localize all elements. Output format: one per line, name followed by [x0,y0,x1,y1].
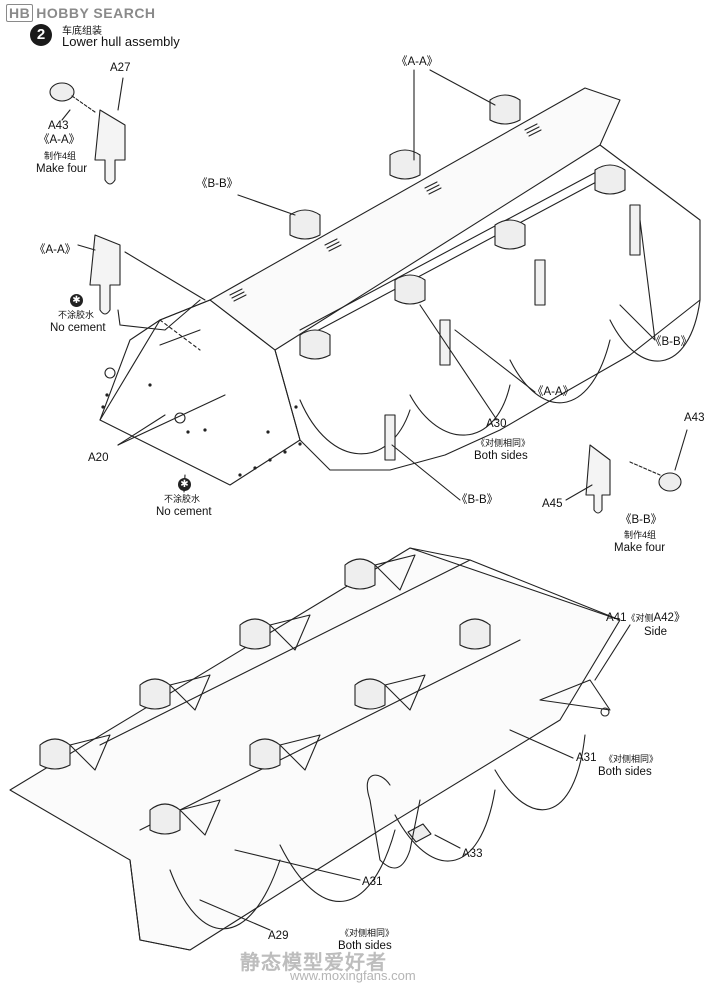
no-cement-icon: ✱ [70,294,83,307]
part-label-a30: A30 [486,418,507,430]
step-title: Lower hull assembly [62,34,180,49]
part-label-a41-text: A41 [606,612,627,624]
part-label-a31: A31 [362,876,383,888]
part-label-a33: A33 [462,848,483,860]
part-label-a42: A42》 [653,612,686,624]
spring-coils-upper [229,123,542,302]
make-four-cn: 制作4组 [624,530,657,540]
section-label-bb: 《B-B》 [620,514,663,526]
lower-hull-drawing [9,547,631,951]
logo-text: HOBBY SEARCH [36,5,156,21]
opposite-side-cn: 《对侧 [626,613,654,623]
part-label-a43: A43 [684,412,705,424]
section-label-bb: 《B-B》 [196,178,239,190]
both-sides-cn: 《对侧相同》 [340,928,395,938]
logo-mark: HB [6,4,34,22]
both-sides-label: Both sides [338,940,392,952]
watermark-url: www.moxingfans.com [290,968,416,983]
part-label-a43: A43 [48,120,69,132]
both-sides-cn: 《对侧相同》 [476,438,531,448]
make-four-label: Make four [614,542,666,554]
part-label-a41: A41《对侧A42》 [606,612,685,625]
section-label-bb: 《B-B》 [650,336,693,348]
section-label-aa: 《A-A》 [38,134,81,146]
part-label-a45: A45 [542,498,563,510]
both-sides-label: Both sides [474,450,528,462]
no-cement-cn: 不涂胶水 [58,310,95,320]
no-cement-label: No cement [50,322,106,334]
section-label-aa: 《A-A》 [532,386,575,398]
suspension-arms-lower [69,554,426,836]
no-cement-label: No cement [156,506,212,518]
no-cement-cn: 不涂胶水 [164,494,201,504]
part-label-a27: A27 [110,62,131,74]
step-number-badge: 2 [30,24,52,46]
step-title-chinese: 车底组装 [62,26,102,37]
section-label-aa: 《A-A》 [396,56,439,68]
part-label-a29: A29 [268,930,289,942]
section-label-aa: 《A-A》 [34,244,77,256]
part-label-a31: A31 [576,752,597,764]
suspension-mount-group-upper [289,94,626,360]
watermark-text: 静态模型爱好者 [240,952,387,974]
part-label-a20: A20 [88,452,109,464]
no-cement-icon: ✱ [178,478,191,491]
section-label-bb: 《B-B》 [456,494,499,506]
make-four-cn: 制作4组 [44,151,77,161]
both-sides-cn: 《对侧相同》 [604,754,659,764]
both-sides-label: Both sides [598,766,652,778]
make-four-label: Make four [36,163,88,175]
upper-hull-drawing [99,87,701,486]
side-label: Side [644,626,668,638]
suspension-mount-group-lower [39,558,491,835]
exploded-parts-upper [49,69,688,514]
